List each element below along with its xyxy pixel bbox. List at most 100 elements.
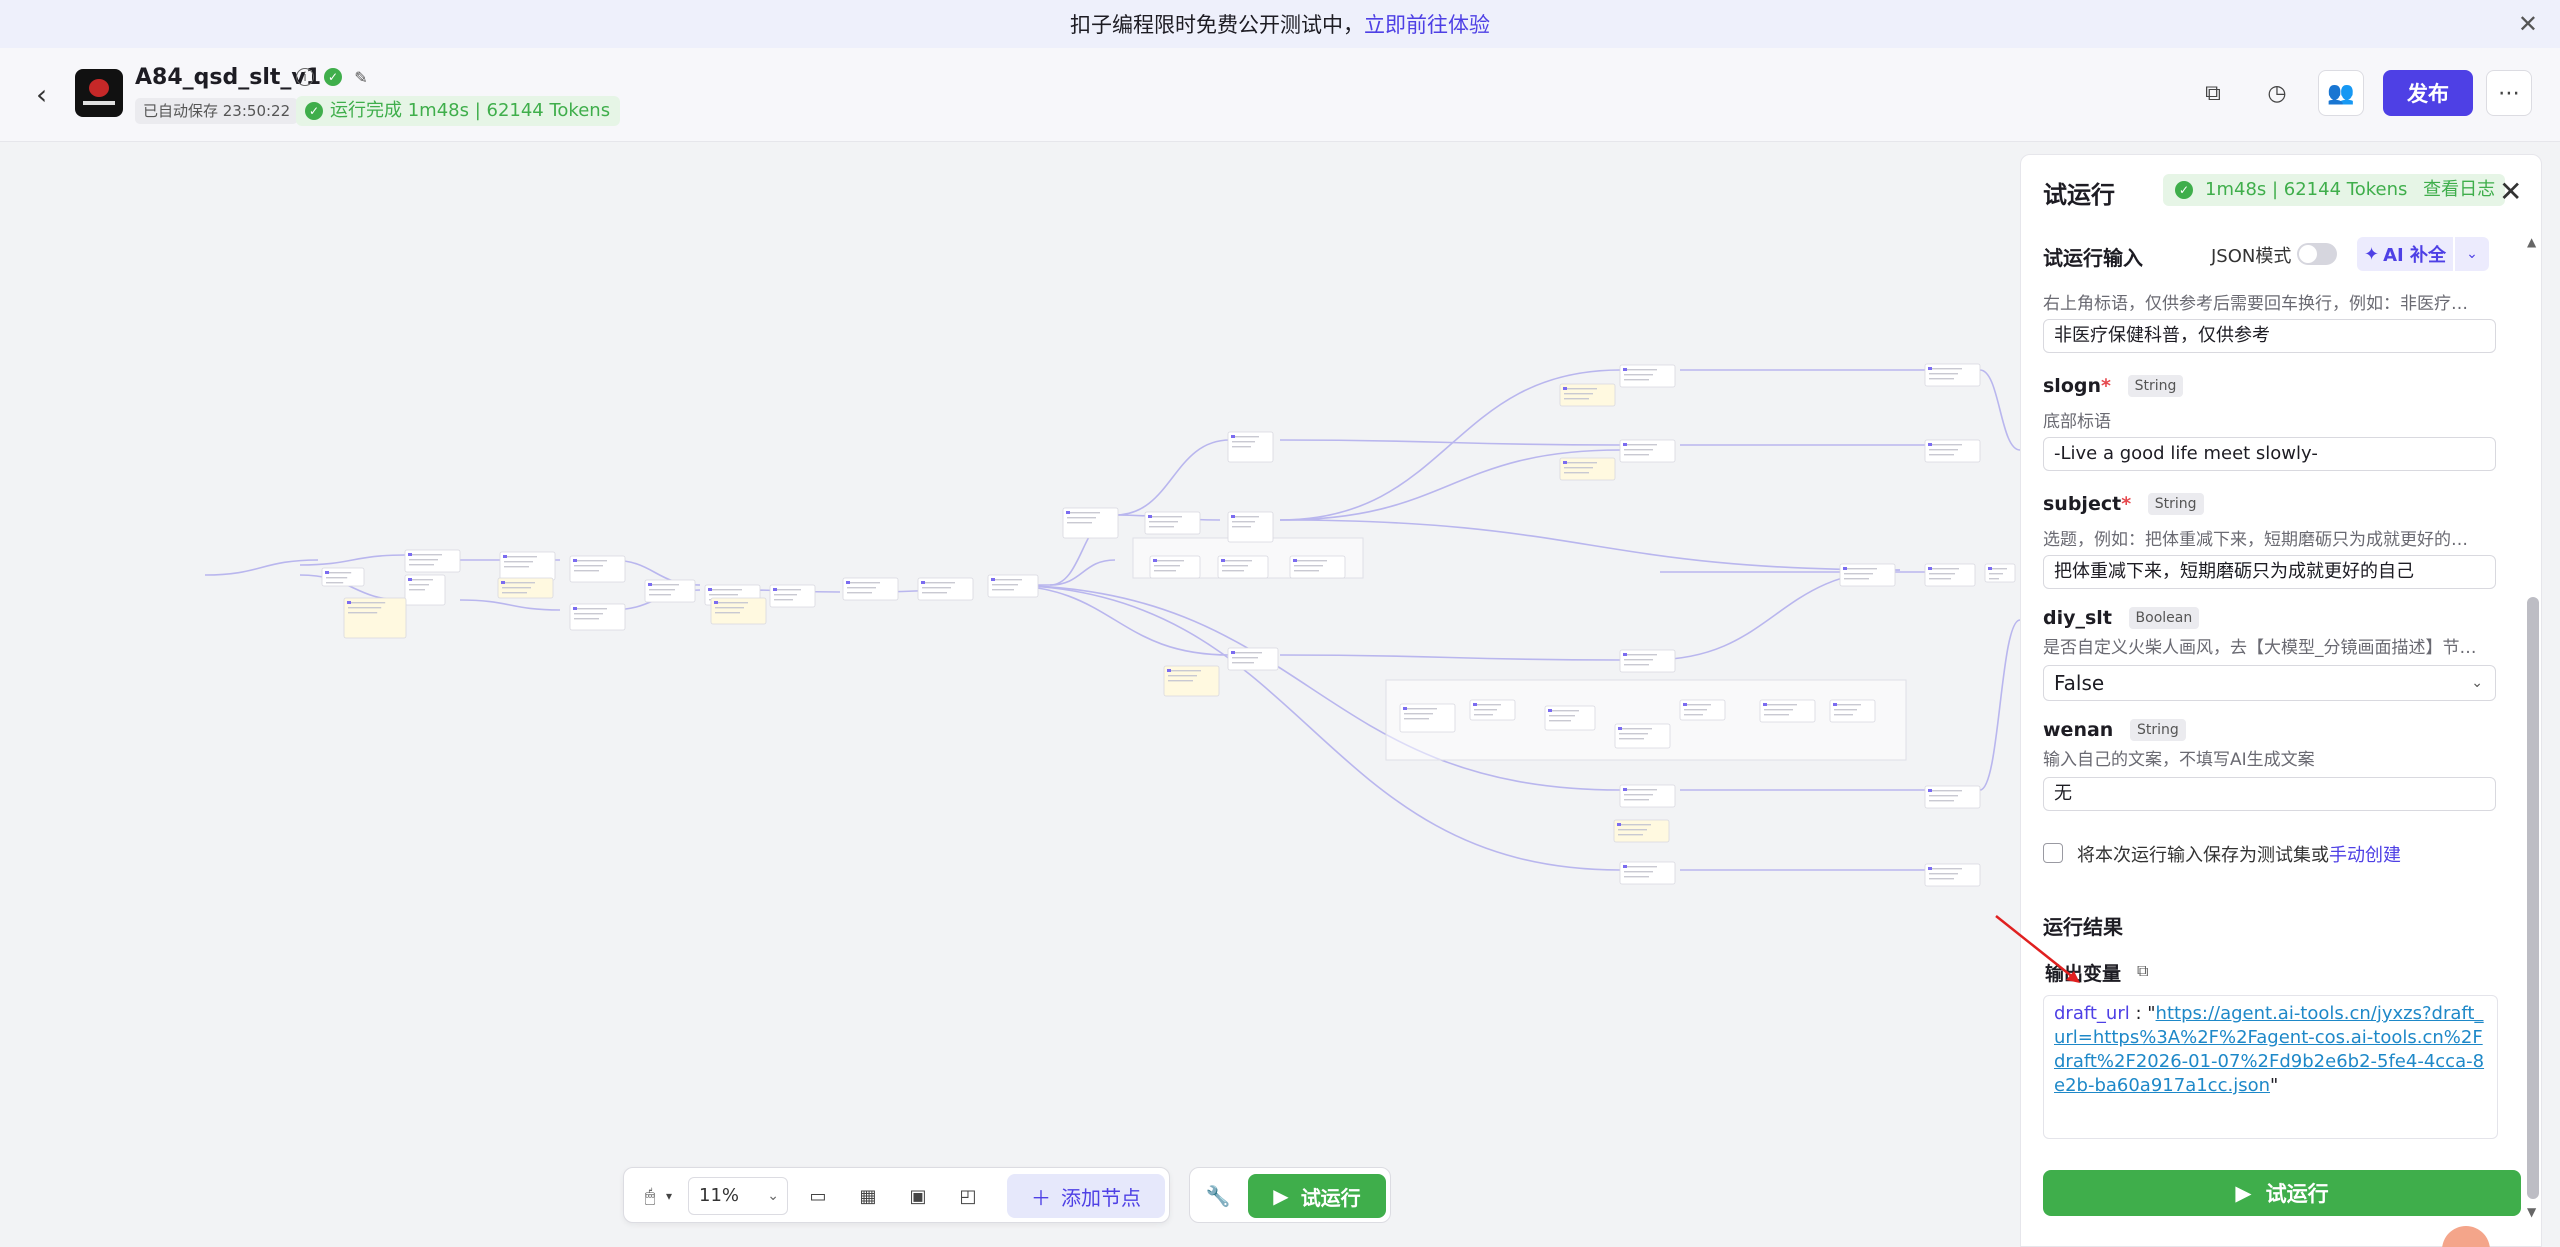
workflow-node[interactable]: [343, 597, 407, 639]
view-log-link[interactable]: 查看日志: [2423, 179, 2496, 200]
field-name: wenan: [2043, 719, 2114, 741]
workflow-node[interactable]: [1559, 383, 1616, 407]
manual-create-link[interactable]: 手动创建: [2329, 845, 2401, 866]
workflow-node[interactable]: [1619, 861, 1676, 885]
workflow-node[interactable]: [1062, 507, 1119, 539]
comment-icon[interactable]: ▭: [809, 1185, 827, 1207]
panel-scrollbar[interactable]: ▲ ▼: [2525, 235, 2539, 1219]
workflow-node[interactable]: [1924, 785, 1981, 809]
workflow-node[interactable]: [569, 603, 626, 631]
workflow-node[interactable]: [769, 584, 816, 608]
workflow-node[interactable]: [321, 567, 365, 587]
close-icon[interactable]: ✕: [2499, 175, 2523, 208]
add-node-button[interactable]: ＋ 添加节点: [1007, 1174, 1165, 1218]
workflow-node[interactable]: [497, 577, 554, 599]
result-section-title: 运行结果: [2043, 915, 2123, 939]
minimap-icon[interactable]: ◰: [959, 1185, 977, 1207]
field-label: wenan String: [2043, 719, 2186, 741]
image-icon[interactable]: ▣: [909, 1185, 927, 1207]
field-type: Boolean: [2128, 607, 2200, 629]
workflow-node[interactable]: [1679, 699, 1726, 721]
subject-input[interactable]: 把体重减下来，短期磨砺只为成就更好的自己: [2043, 555, 2496, 589]
json-mode-toggle[interactable]: [2297, 243, 2337, 265]
scroll-thumb[interactable]: [2527, 597, 2539, 1199]
workflow-node[interactable]: [1217, 555, 1269, 579]
back-arrow-icon[interactable]: ‹: [36, 78, 48, 111]
announcement-banner: 扣子编程限时免费公开测试中， 立即前往体验 ✕: [0, 0, 2560, 48]
workflow-node[interactable]: [644, 579, 696, 603]
workflow-node[interactable]: [1839, 563, 1896, 587]
copy-workflow-icon[interactable]: ⧉: [2205, 80, 2221, 106]
workflow-node[interactable]: [1613, 819, 1670, 843]
workflow-node[interactable]: [1559, 457, 1616, 481]
json-mode-label: JSON模式: [2211, 246, 2292, 267]
zoom-select[interactable]: 11% ⌄: [688, 1177, 788, 1215]
output-url-link[interactable]: https://agent.ai-tools.cn/jyxzs?draft_ur…: [2054, 1003, 2485, 1096]
field-description: 是否自定义火柴人画风，去【大模型_分镜画面描述】节…: [2043, 638, 2477, 658]
workflow-node[interactable]: [1227, 431, 1274, 463]
diy-slt-select[interactable]: False ⌄: [2043, 665, 2496, 701]
workflow-node[interactable]: [1829, 699, 1876, 723]
more-icon[interactable]: ⋯: [2486, 70, 2532, 116]
sparkle-icon: ✦: [2364, 243, 2380, 265]
chevron-down-icon[interactable]: ▾: [665, 1189, 673, 1203]
workflow-node[interactable]: [1924, 439, 1981, 463]
workflow-node[interactable]: [1544, 705, 1596, 731]
workflow-node[interactable]: [1149, 555, 1201, 579]
scroll-up-icon[interactable]: ▲: [2527, 235, 2537, 249]
try-run-button[interactable]: ▶ 试运行: [1248, 1174, 1386, 1218]
workflow-node[interactable]: [1619, 439, 1676, 463]
workflow-node[interactable]: [1614, 723, 1671, 749]
workflow-node[interactable]: [1924, 863, 1981, 887]
workflow-node[interactable]: [1924, 363, 1981, 387]
workflow-node[interactable]: [1163, 665, 1220, 697]
field-description: 选题，例如：把体重减下来，短期磨砺只为成就更好的…: [2043, 530, 2468, 550]
copy-icon[interactable]: ⧉: [2137, 961, 2149, 980]
workflow-node[interactable]: [1289, 555, 1346, 579]
workflow-node[interactable]: [404, 549, 461, 573]
collaborators-icon[interactable]: 👥: [2318, 70, 2364, 116]
edge: [1279, 439, 1621, 446]
edge: [1979, 369, 2020, 451]
workflow-node[interactable]: [1227, 647, 1279, 671]
workflow-node[interactable]: [1469, 699, 1516, 721]
run-button[interactable]: ▶ 试运行: [2043, 1170, 2521, 1216]
save-testset-checkbox[interactable]: [2043, 843, 2063, 863]
scroll-down-icon[interactable]: ▼: [2527, 1205, 2537, 1219]
corner-slogan-input[interactable]: 非医疗保健科普，仅供参考: [2043, 319, 2496, 353]
wrench-icon[interactable]: 🔧: [1205, 1184, 1231, 1208]
banner-link[interactable]: 立即前往体验: [1364, 13, 1490, 37]
workflow-node[interactable]: [499, 551, 556, 581]
workflow-node[interactable]: [710, 597, 767, 625]
workflow-node[interactable]: [842, 577, 899, 601]
workflow-node[interactable]: [987, 574, 1039, 598]
workflow-node[interactable]: [917, 577, 974, 601]
edit-icon[interactable]: ✎: [354, 67, 368, 87]
workflow-node[interactable]: [404, 574, 446, 606]
info-icon[interactable]: i: [296, 68, 314, 86]
workflow-node[interactable]: [1924, 563, 1976, 587]
ai-fill-button[interactable]: ✦ AI 补全: [2357, 237, 2453, 271]
assistant-avatar[interactable]: [2442, 1226, 2490, 1247]
slogn-input[interactable]: -Live a good life meet slowly-: [2043, 437, 2496, 471]
workflow-node[interactable]: [569, 555, 626, 583]
history-icon[interactable]: ◷: [2267, 80, 2287, 106]
workflow-node[interactable]: [1619, 784, 1676, 808]
workflow-node[interactable]: [1227, 511, 1274, 543]
mouse-mode-icon[interactable]: 🖱: [644, 1185, 656, 1207]
edge: [1279, 519, 1901, 571]
workflow-node[interactable]: [1144, 511, 1201, 535]
chevron-down-icon[interactable]: ⌄: [2455, 237, 2489, 271]
workflow-node[interactable]: [1619, 364, 1676, 388]
wenan-input[interactable]: 无: [2043, 777, 2496, 811]
workflow-node[interactable]: [1984, 563, 2016, 583]
publish-button[interactable]: 发布: [2383, 70, 2473, 116]
workflow-canvas[interactable]: [0, 142, 2020, 1247]
workflow-node[interactable]: [1759, 699, 1816, 723]
close-icon[interactable]: ✕: [2517, 10, 2538, 38]
workflow-node[interactable]: [1399, 703, 1456, 733]
canvas-toolbar: 🖱 ▾ 11% ⌄ ▭ ▦ ▣ ◰ ＋ 添加节点: [623, 1167, 1170, 1223]
workflow-node[interactable]: [1619, 649, 1676, 673]
chevron-down-icon: ⌄: [2471, 675, 2483, 691]
layout-grid-icon[interactable]: ▦: [859, 1185, 877, 1207]
